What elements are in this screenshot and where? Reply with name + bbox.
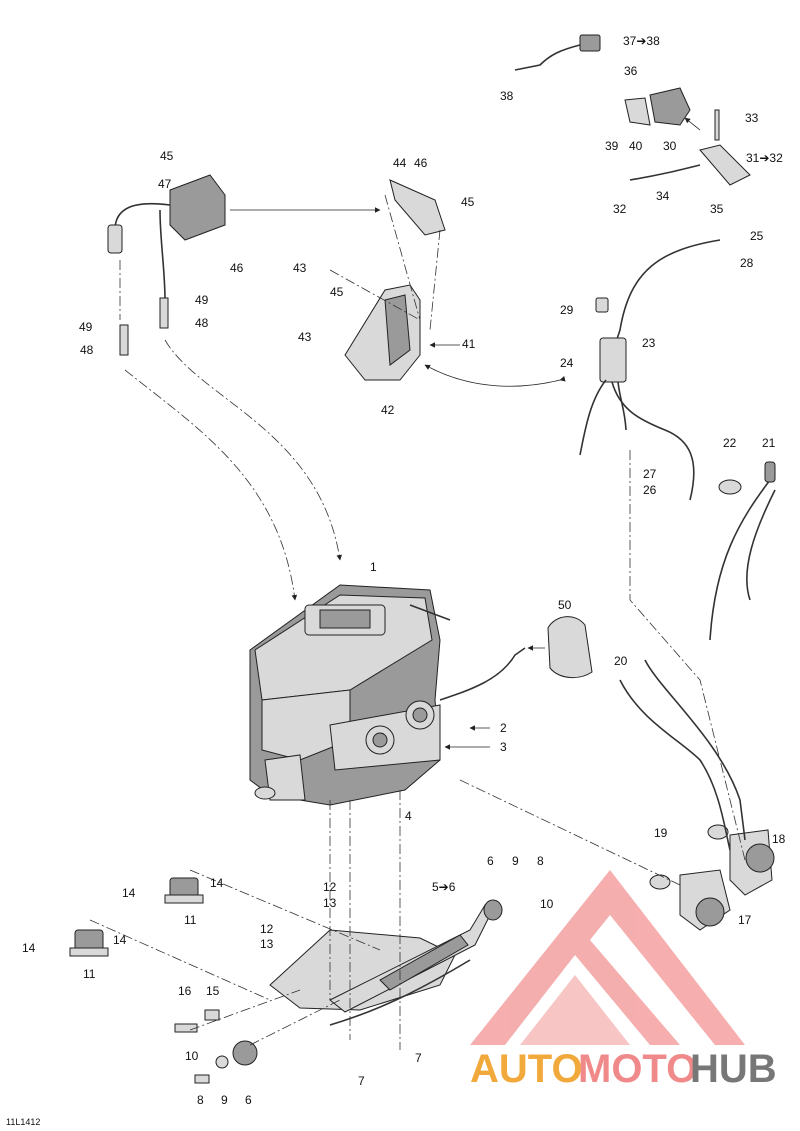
callout-31-32: 31➔32: [746, 151, 783, 165]
callout-3: 3: [500, 740, 507, 754]
callout-14b: 14: [210, 876, 224, 890]
callout-43a: 43: [293, 261, 307, 275]
callout-48b: 48: [195, 316, 209, 330]
callout-20: 20: [614, 654, 628, 668]
wiring-harness: [579, 239, 721, 501]
callout-45a: 45: [160, 149, 174, 163]
callout-14c: 14: [22, 941, 36, 955]
callout-24: 24: [560, 356, 574, 370]
assembly-arrows: [124, 339, 746, 1050]
throttle-bodies: [649, 824, 775, 931]
callout-30: 30: [663, 139, 677, 153]
callout-1: 1: [370, 560, 377, 574]
callout-14d: 14: [113, 933, 127, 947]
lower-hardware: [174, 989, 341, 1084]
callout-10b: 10: [185, 1049, 199, 1063]
callout-33: 33: [745, 111, 759, 125]
callout-40: 40: [629, 139, 643, 153]
callout-48a: 48: [80, 343, 94, 357]
callout-37-38: 37➔38: [623, 34, 660, 48]
callout-7b: 7: [358, 1074, 365, 1088]
callout-22: 22: [723, 436, 737, 450]
callout-50: 50: [558, 598, 572, 612]
callout-17: 17: [738, 913, 752, 927]
engine-mounts: [69, 869, 381, 1001]
callout-10a: 10: [540, 897, 554, 911]
callout-38: 38: [500, 89, 514, 103]
callout-35: 35: [710, 202, 724, 216]
callout-43b: 43: [298, 330, 312, 344]
callout-4: 4: [405, 809, 412, 823]
callout-15: 15: [206, 984, 220, 998]
callout-42: 42: [381, 403, 395, 417]
callout-39: 39: [605, 139, 619, 153]
callout-16: 16: [178, 984, 192, 998]
watermark-auto: AUTO: [470, 1047, 583, 1091]
callout-2: 2: [500, 721, 507, 735]
callout-8b: 8: [197, 1093, 204, 1107]
callout-7a: 7: [415, 1051, 422, 1065]
callout-25: 25: [750, 229, 764, 243]
callout-32: 32: [613, 202, 627, 216]
callout-5-6: 5➔6: [432, 880, 456, 894]
watermark-logo: [470, 870, 745, 1045]
ignition-coil: [107, 174, 381, 356]
callout-14a: 14: [122, 886, 136, 900]
callout-28: 28: [740, 256, 754, 270]
throttle-cables: [619, 461, 776, 851]
engine-assembly: [249, 584, 526, 806]
watermark-moto: MOTO: [578, 1047, 697, 1091]
callout-6a: 6: [487, 854, 494, 868]
callout-12b: 12: [260, 922, 274, 936]
callout-41: 41: [462, 337, 476, 351]
watermark-hub: HUB: [690, 1047, 777, 1091]
callout-45b: 45: [461, 195, 475, 209]
callout-46a: 46: [414, 156, 428, 170]
callout-47: 47: [158, 177, 172, 191]
callout-18: 18: [772, 832, 786, 846]
callout-12a: 12: [323, 880, 337, 894]
callout-labels: 1 2 3 4 5➔6 6 6 7 7 8 8 9 9 10 10 11 11 …: [22, 34, 786, 1107]
callout-26: 26: [643, 483, 657, 497]
engine-support-frame: [269, 899, 503, 1026]
callout-45c: 45: [330, 285, 344, 299]
callout-11b: 11: [83, 967, 96, 981]
callout-6b: 6: [245, 1093, 252, 1107]
callout-8a: 8: [537, 854, 544, 868]
callout-46b: 46: [230, 261, 244, 275]
callout-49a: 49: [79, 320, 93, 334]
callout-9b: 9: [221, 1093, 228, 1107]
callout-21: 21: [762, 436, 776, 450]
callout-34: 34: [656, 189, 670, 203]
callout-27: 27: [643, 467, 657, 481]
watermark-text: AUTO MOTO HUB: [470, 1047, 777, 1091]
callout-23: 23: [642, 336, 656, 350]
callout-19: 19: [654, 826, 668, 840]
callout-13b: 13: [260, 937, 274, 951]
handlebar-switch-assembly: [514, 34, 751, 186]
callout-44: 44: [393, 156, 407, 170]
electrical-bracket: [329, 179, 566, 387]
callout-13a: 13: [323, 896, 337, 910]
callout-49b: 49: [195, 293, 209, 307]
callout-29: 29: [560, 303, 574, 317]
reference-code: 11L1412: [6, 1117, 41, 1127]
callout-36: 36: [624, 64, 638, 78]
callout-9a: 9: [512, 854, 519, 868]
cover-part-50: [527, 616, 593, 678]
callout-11a: 11: [184, 913, 197, 927]
